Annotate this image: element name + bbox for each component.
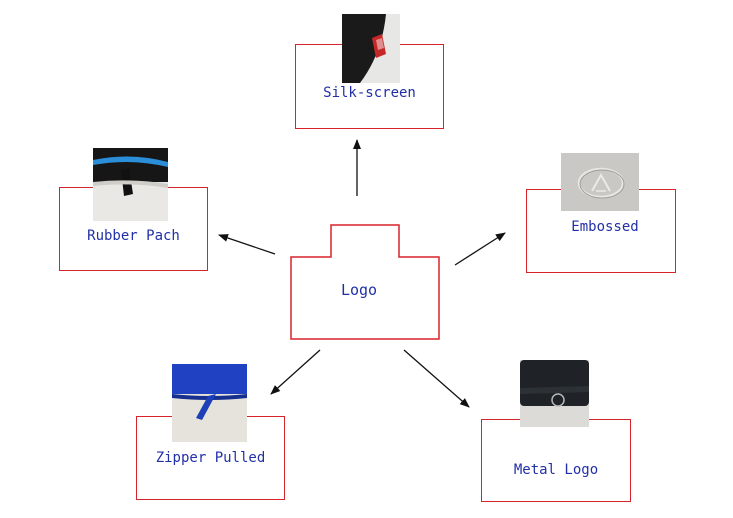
node-embossed-label: Embossed	[571, 219, 639, 235]
node-silk-screen-label: Silk-screen	[323, 85, 416, 101]
node-zipper-pulled-label: Zipper Pulled	[155, 450, 266, 466]
arrow-to-rubber-pach	[218, 234, 276, 255]
node-rubber-pach-label: Rubber Pach	[87, 228, 180, 244]
rubber-pach-photo	[93, 148, 168, 221]
center-logo-label: Logo	[340, 281, 378, 299]
metal-logo-photo	[520, 360, 589, 427]
embossed-photo	[561, 153, 639, 211]
arrow-to-zipper-pulled	[270, 349, 321, 395]
node-metal-logo	[481, 419, 631, 502]
arrow-to-embossed	[454, 232, 506, 266]
node-metal-logo-label: Metal Logo	[513, 462, 599, 478]
arrow-to-metal-logo	[403, 349, 470, 408]
zipper-pulled-photo	[172, 364, 247, 442]
silk-screen-photo	[342, 14, 400, 83]
center-logo-shape	[290, 224, 440, 340]
